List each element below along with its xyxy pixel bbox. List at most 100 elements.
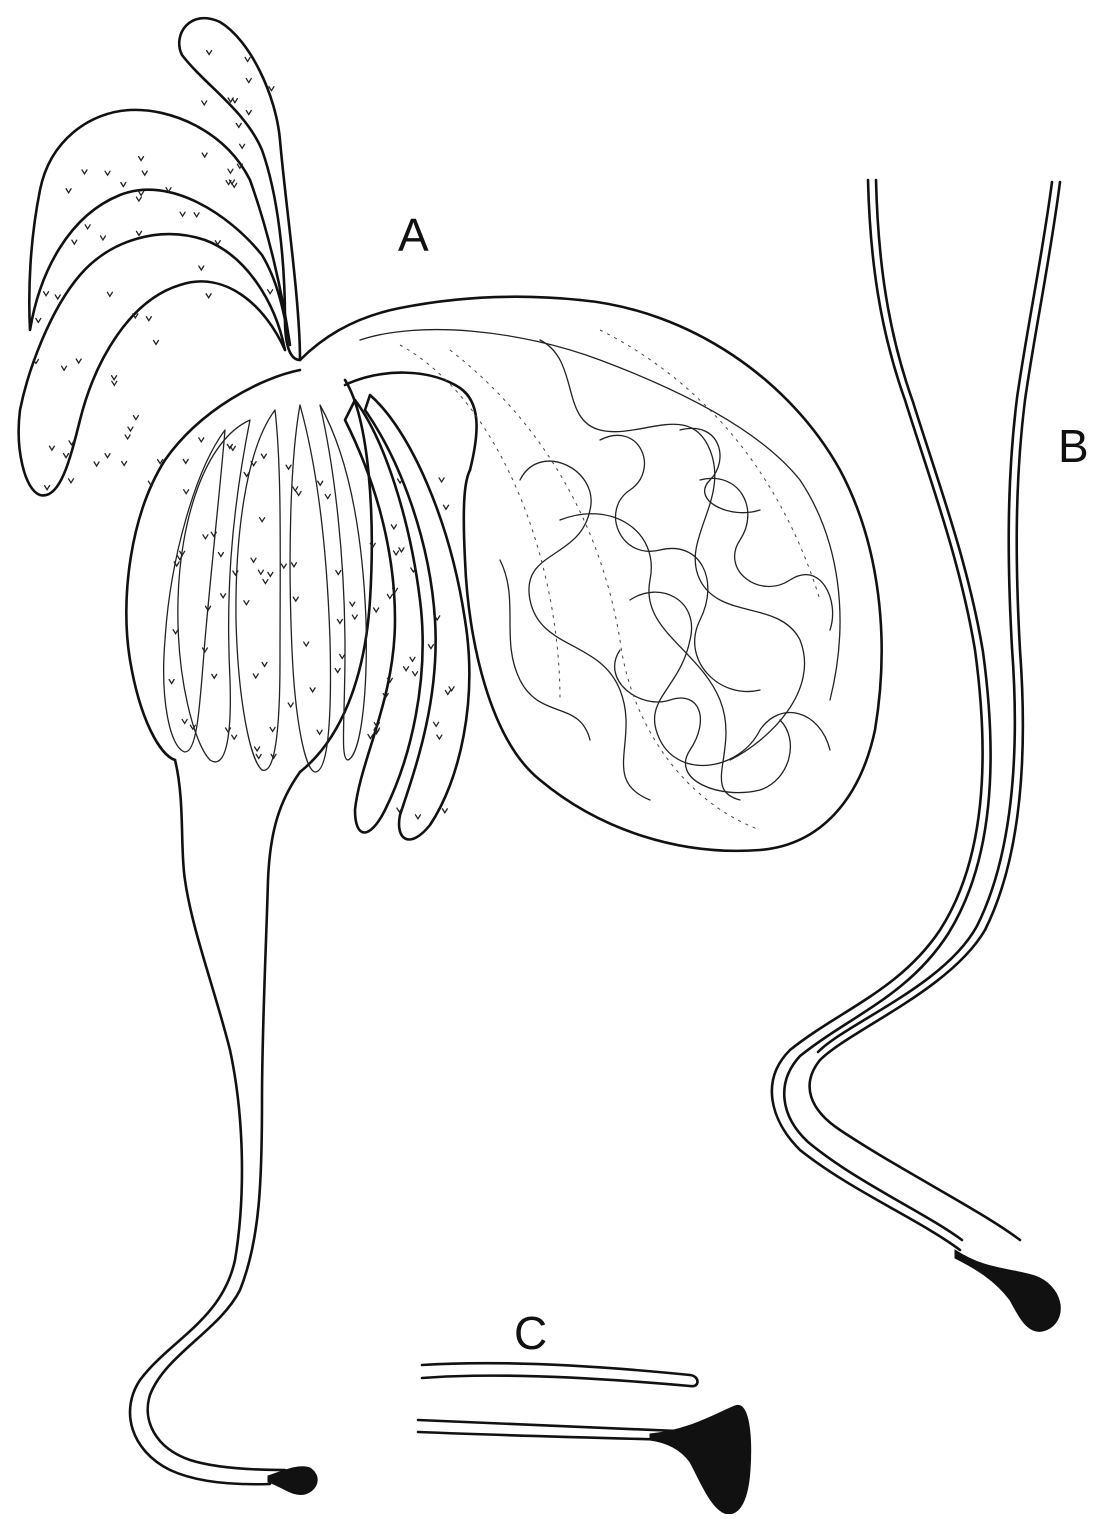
granule-mark: [229, 180, 234, 184]
granule-mark: [44, 292, 49, 296]
granule-mark: [245, 57, 250, 61]
granule-mark: [261, 454, 266, 458]
granule-mark: [206, 294, 211, 298]
tangled-threads: [360, 330, 840, 830]
granule-mark: [387, 594, 392, 598]
granule-mark: [263, 580, 268, 584]
duct-b-right: [810, 182, 1060, 1240]
granule-mark: [122, 461, 127, 465]
label-c: C: [514, 1310, 547, 1356]
granule-mark: [199, 266, 204, 270]
granule-mark: [246, 79, 251, 83]
granule-mark: [404, 667, 409, 671]
inner-lobe-5: [164, 430, 225, 752]
granule-mark: [107, 292, 112, 296]
seminal-bag: [464, 300, 882, 851]
granule-mark: [221, 594, 226, 598]
inner-lobe-3: [290, 405, 330, 772]
granule-mark: [270, 727, 275, 731]
granule-mark: [169, 680, 174, 684]
granule-mark: [62, 366, 67, 370]
granule-mark: [260, 518, 265, 522]
granule-mark: [82, 170, 87, 174]
granule-mark: [133, 416, 138, 420]
granule-mark: [442, 809, 447, 813]
granule-mark: [310, 688, 315, 692]
granule-mark: [335, 668, 340, 672]
granule-mark: [399, 548, 404, 552]
granule-mark: [337, 619, 342, 623]
granule-mark: [142, 171, 147, 175]
duct-b-tip: [955, 1250, 1060, 1331]
granule-mark: [232, 735, 237, 739]
granule-mark: [139, 191, 144, 195]
granule-mark: [439, 478, 444, 482]
granule-mark: [262, 662, 267, 666]
granule-mark: [428, 645, 433, 649]
bag-neck-lower: [345, 373, 477, 470]
granule-mark: [228, 169, 233, 173]
duct-c-lower: [418, 1420, 700, 1432]
granule-mark: [182, 719, 187, 723]
granule-mark: [128, 427, 133, 431]
granule-mark: [94, 462, 99, 466]
granule-mark: [226, 728, 231, 732]
granule-mark: [352, 615, 357, 619]
granule-mark: [230, 446, 235, 450]
granule-mark: [212, 674, 217, 678]
granule-mark: [268, 572, 273, 576]
granule-mark: [105, 454, 110, 458]
granule-mark: [291, 563, 296, 567]
granule-mark: [281, 564, 286, 568]
granule-mark: [112, 381, 117, 385]
granule-mark: [183, 459, 188, 463]
granule-mark: [251, 558, 256, 562]
structure-b: [772, 180, 1060, 1331]
granule-mark: [36, 318, 41, 322]
duct-c-tip: [650, 1405, 751, 1514]
granule-mark: [434, 722, 439, 726]
granule-mark: [146, 317, 151, 321]
granule-mark: [391, 525, 396, 529]
granule-mark: [340, 654, 345, 658]
granule-mark: [445, 690, 450, 694]
duct-b-right-inner: [818, 182, 1052, 1052]
granule-mark: [258, 570, 263, 574]
upper-lobe-2: [29, 110, 290, 345]
granule-mark: [64, 454, 69, 458]
label-b: B: [1058, 423, 1089, 469]
granule-mark: [394, 551, 399, 555]
granule-mark: [286, 465, 291, 469]
granule-mark: [105, 171, 110, 175]
label-a: A: [398, 212, 429, 258]
granule-mark: [268, 290, 273, 294]
granule-mark: [69, 479, 74, 483]
granule-mark: [251, 462, 256, 466]
granule-mark: [199, 438, 204, 442]
granule-mark: [415, 815, 420, 819]
granule-mark: [139, 157, 144, 161]
granule-mark: [184, 490, 189, 494]
granule-mark: [202, 153, 207, 157]
duct-a-inner: [148, 772, 300, 1470]
granule-mark: [296, 491, 301, 495]
granule-mark: [173, 630, 178, 634]
granule-mark: [317, 730, 322, 734]
inner-lobe-1: [178, 420, 250, 762]
granule-marks: [33, 51, 454, 819]
granule-mark: [444, 505, 449, 509]
granule-mark: [66, 189, 71, 193]
granule-mark: [125, 435, 130, 439]
granule-mark: [288, 703, 293, 707]
duct-c-lower-inner: [418, 1432, 680, 1440]
granule-mark: [374, 608, 379, 612]
granule-mark: [112, 376, 117, 380]
granule-mark: [203, 535, 208, 539]
granule-mark: [153, 340, 158, 344]
granule-mark: [410, 657, 415, 661]
structure-c: [418, 1363, 751, 1514]
granule-mark: [350, 602, 355, 606]
granule-mark: [55, 295, 60, 299]
